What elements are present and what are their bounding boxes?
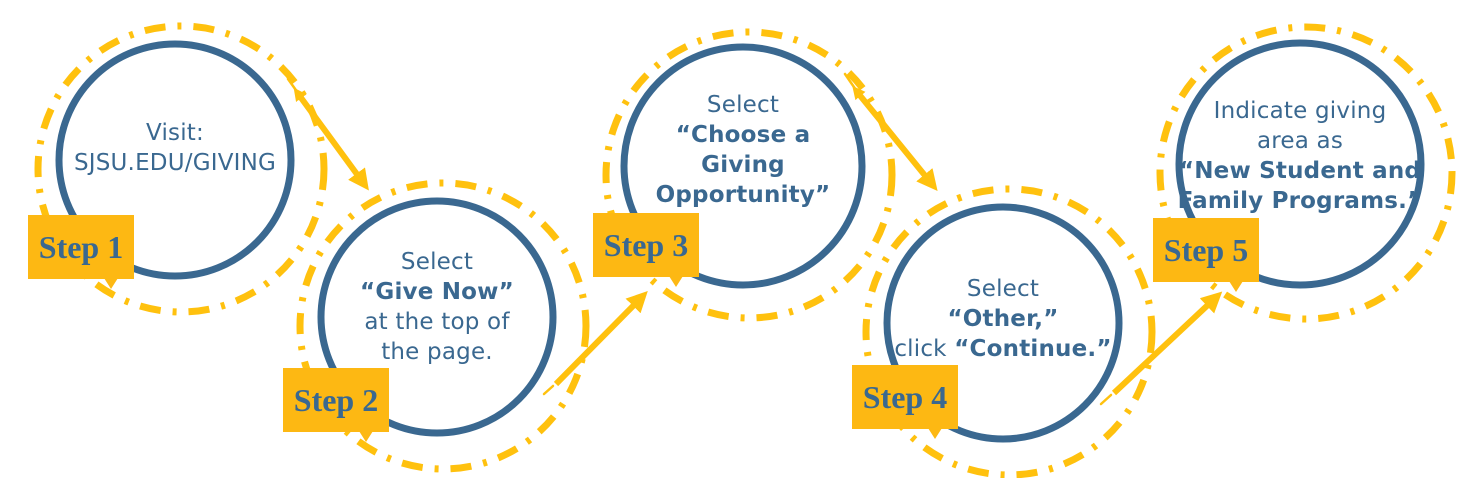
step-4-badge: Step 4 bbox=[852, 365, 958, 439]
text-segment: Family Programs.” bbox=[1177, 188, 1423, 214]
step-4-circle-text: Select “Other,” click “Continue.” bbox=[870, 274, 1136, 364]
arrow-tail bbox=[542, 384, 555, 396]
text-line: “Other,” bbox=[870, 304, 1136, 334]
text-line: at the top of bbox=[304, 307, 570, 337]
step-5-dashed-ring bbox=[1156, 23, 1456, 323]
text-segment: Opportunity” bbox=[655, 182, 831, 208]
text-line: Visit: bbox=[42, 118, 308, 148]
step-3-circle-text: Select “Choose a Giving Opportunity” bbox=[610, 90, 876, 210]
badge-pointer bbox=[928, 428, 942, 439]
arrow-tail bbox=[1099, 393, 1113, 406]
step-2-badge-label: Step 2 bbox=[293, 381, 379, 418]
arrow-step-1-to-step-2 bbox=[286, 77, 369, 191]
text-segment: “Other,” bbox=[947, 306, 1059, 332]
text-line: area as bbox=[1167, 126, 1433, 156]
step-5-circle-text: Indicate giving area as “New Student and… bbox=[1167, 96, 1433, 216]
step-2-circle-group bbox=[296, 179, 590, 473]
text-line: the page. bbox=[304, 337, 570, 367]
text-line: Select bbox=[610, 90, 876, 120]
step-5-circle bbox=[1175, 39, 1425, 289]
text-line: “New Student and bbox=[1167, 156, 1433, 186]
badge-pointer bbox=[104, 278, 118, 289]
text-line: Select bbox=[870, 274, 1136, 304]
text-line: Family Programs.” bbox=[1167, 186, 1433, 216]
step-5-circle-group bbox=[1156, 23, 1456, 323]
arrow-step-4-to-step-5 bbox=[1099, 291, 1223, 406]
text-segment: SJSU.EDU/GIVING bbox=[73, 150, 277, 176]
step-2-circle bbox=[317, 197, 557, 437]
step-4-dashed-ring bbox=[862, 185, 1156, 478]
arrow-shaft bbox=[1111, 291, 1223, 396]
step-2-dashed-ring bbox=[296, 179, 590, 473]
badge-pointer bbox=[359, 431, 373, 442]
step-4-badge-label: Step 4 bbox=[862, 378, 948, 415]
text-segment: Select bbox=[706, 92, 780, 118]
text-segment: Visit: bbox=[146, 120, 204, 146]
arrow-step-2-to-step-3 bbox=[542, 291, 648, 396]
step-1-badge-label: Step 1 bbox=[38, 228, 124, 265]
arrow-shaft bbox=[293, 87, 369, 191]
text-segment: “Choose a bbox=[675, 122, 811, 148]
step-1-circle-text: Visit: SJSU.EDU/GIVING bbox=[42, 118, 308, 178]
text-segment: at the top of bbox=[364, 309, 510, 335]
text-segment: click bbox=[894, 336, 955, 362]
step-1-badge: Step 1 bbox=[28, 215, 134, 289]
text-segment: Select bbox=[966, 276, 1040, 302]
text-segment: Giving bbox=[701, 152, 785, 178]
text-line: Giving bbox=[610, 150, 876, 180]
step-2-badge: Step 2 bbox=[283, 368, 389, 442]
step-1-circle bbox=[55, 40, 295, 280]
step-4-circle-group bbox=[862, 185, 1156, 478]
arrow-shaft bbox=[852, 85, 938, 192]
text-segment: “New Student and bbox=[1178, 158, 1422, 184]
arrow-step-3-to-step-4 bbox=[843, 72, 938, 192]
text-segment: Indicate giving bbox=[1213, 98, 1387, 124]
text-line: Opportunity” bbox=[610, 180, 876, 210]
step-4-circle bbox=[883, 203, 1123, 443]
badge-pointer bbox=[1229, 281, 1243, 292]
text-line: “Choose a bbox=[610, 120, 876, 150]
step-3-badge-label: Step 3 bbox=[603, 226, 689, 263]
badge-pointer bbox=[669, 276, 683, 287]
step-5-badge-label: Step 5 bbox=[1163, 231, 1249, 268]
text-line: click “Continue.” bbox=[870, 334, 1136, 364]
text-line: SJSU.EDU/GIVING bbox=[42, 148, 308, 178]
step-3-badge: Step 3 bbox=[593, 213, 699, 287]
text-line: Indicate giving bbox=[1167, 96, 1433, 126]
arrow-shaft bbox=[553, 291, 648, 387]
text-segment: area as bbox=[1256, 128, 1344, 154]
text-line: “Give Now” bbox=[304, 277, 570, 307]
text-segment: “Give Now” bbox=[360, 279, 514, 305]
text-segment: the page. bbox=[381, 339, 493, 365]
text-line: Select bbox=[304, 247, 570, 277]
step-2-circle-text: Select “Give Now” at the top of the page… bbox=[304, 247, 570, 367]
text-segment: “Continue.” bbox=[954, 336, 1112, 362]
step-5-badge: Step 5 bbox=[1153, 218, 1259, 292]
text-segment: Select bbox=[400, 249, 474, 275]
